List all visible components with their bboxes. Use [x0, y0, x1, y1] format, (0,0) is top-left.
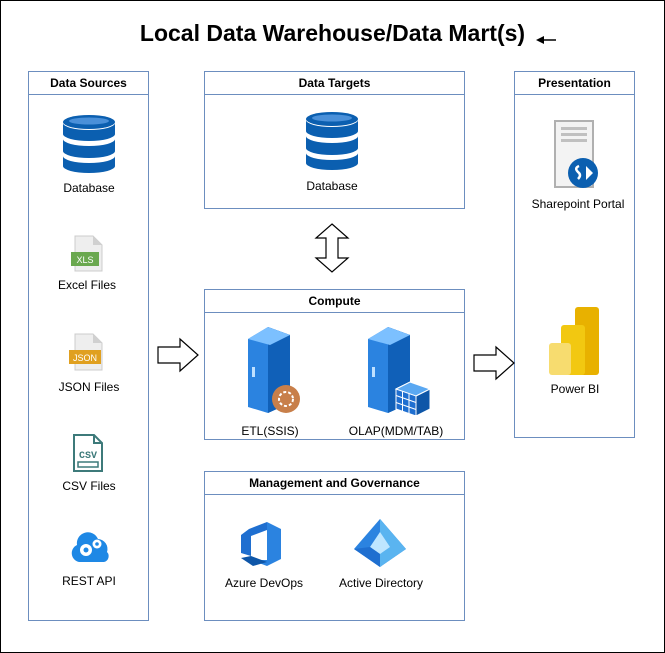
olap-server-icon — [368, 327, 432, 415]
data-sources-header: Data Sources — [29, 72, 148, 95]
etl-server-icon — [248, 327, 300, 413]
data-targets-header: Data Targets — [205, 72, 464, 95]
json-badge-text: JSON — [73, 353, 97, 363]
excel-file-icon: XLS — [71, 235, 103, 272]
target-database-label: Database — [306, 179, 358, 193]
active-directory-label: Active Directory — [338, 576, 424, 590]
power-bi-icon — [549, 307, 599, 375]
rest-api-cloud-icon — [71, 532, 109, 562]
power-bi-label: Power BI — [550, 382, 600, 396]
active-directory-icon — [354, 519, 406, 567]
governance-header: Management and Governance — [205, 472, 464, 495]
arrow-targets-compute-bidirectional — [314, 223, 350, 273]
data-targets-panel: Data Targets — [204, 71, 465, 209]
olap-label: OLAP(MDM/TAB) — [348, 424, 444, 438]
compute-header: Compute — [205, 290, 464, 313]
etl-ssis-label: ETL(SSIS) — [241, 424, 299, 438]
diagram-title: Local Data Warehouse/Data Mart(s) — [139, 20, 526, 46]
arrow-compute-to-presentation — [473, 345, 515, 381]
csv-files-label: CSV Files — [62, 479, 116, 493]
excel-badge-text: XLS — [76, 255, 93, 265]
sharepoint-portal-icon — [554, 120, 598, 188]
database-icon — [306, 112, 358, 170]
arrow-sources-to-compute — [157, 337, 199, 373]
json-files-label: JSON Files — [58, 380, 120, 394]
azure-devops-label: Azure DevOps — [224, 576, 304, 590]
csv-file-icon: CSV — [73, 434, 103, 472]
compute-panel: Compute — [204, 289, 465, 440]
csv-badge-text: CSV — [79, 451, 97, 462]
rest-api-label: REST API — [62, 574, 116, 588]
json-file-icon: JSON — [69, 333, 103, 371]
database-icon — [63, 115, 115, 173]
excel-files-label: Excel Files — [57, 278, 117, 292]
presentation-header: Presentation — [515, 72, 634, 95]
sharepoint-portal-label: Sharepoint Portal — [531, 197, 625, 211]
azure-devops-icon — [241, 522, 281, 566]
source-database-label: Database — [63, 181, 115, 195]
